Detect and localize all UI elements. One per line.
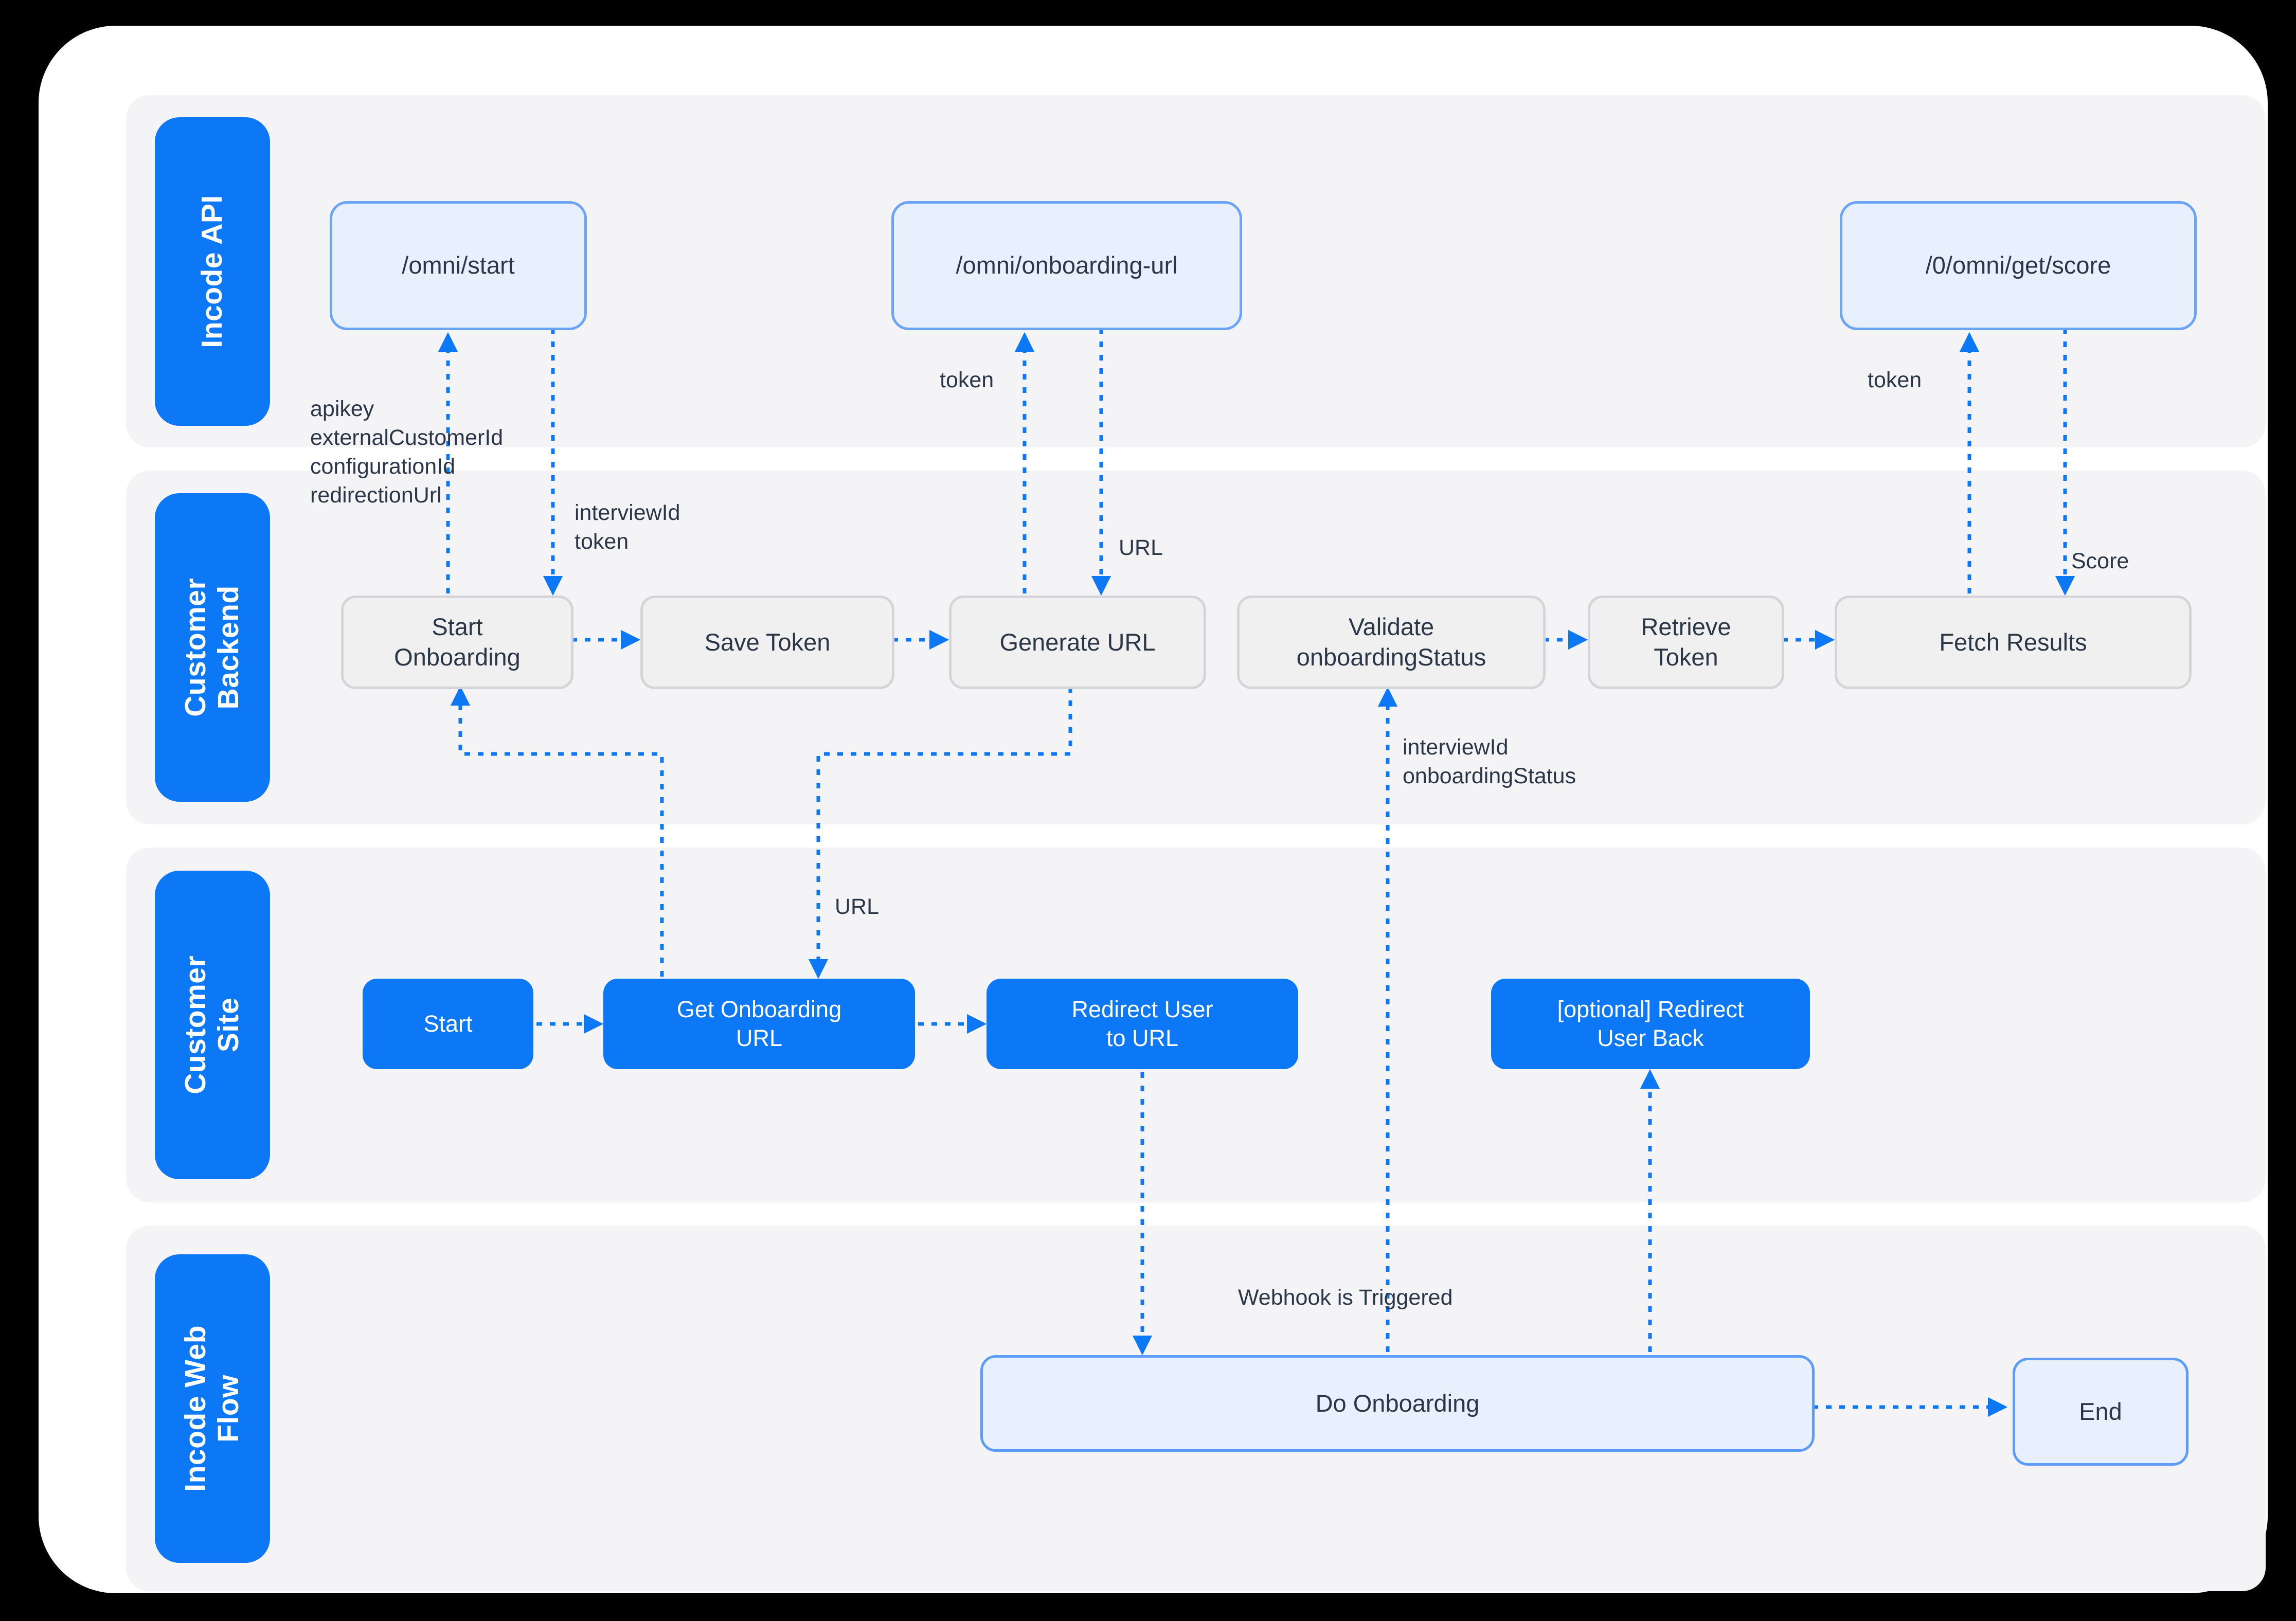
node-get-onboarding-url: Get Onboarding URL xyxy=(603,979,915,1069)
node-end: End xyxy=(2013,1358,2189,1466)
node-omni-get-score: /0/omni/get/score xyxy=(1840,201,2197,330)
lane-label-text: Customer Backend xyxy=(179,578,245,717)
node-start-onboarding: Start Onboarding xyxy=(341,596,573,689)
node-save-token: Save Token xyxy=(640,596,894,689)
label-url-down: URL xyxy=(1119,535,1163,560)
lane-label-text: Incode API xyxy=(195,195,229,348)
label-interviewid-token: interviewId token xyxy=(575,500,680,554)
node-do-onboarding: Do Onboarding xyxy=(980,1355,1815,1452)
node-redirect-user-to-url: Redirect User to URL xyxy=(986,979,1298,1069)
label-score: Score xyxy=(2071,549,2129,573)
node-start: Start xyxy=(363,979,533,1069)
node-omni-onboarding-url: /omni/onboarding-url xyxy=(891,201,1242,330)
lane-label-customer-site: Customer Site xyxy=(155,871,270,1179)
node-generate-url: Generate URL xyxy=(949,596,1206,689)
lane-label-text: Incode Web Flow xyxy=(179,1325,245,1492)
node-fetch-results: Fetch Results xyxy=(1835,596,2192,689)
node-redirect-user-back: [optional] Redirect User Back xyxy=(1491,979,1810,1069)
label-interviewid-status: interviewId onboardingStatus xyxy=(1403,735,1576,788)
node-retrieve-token: Retrieve Token xyxy=(1588,596,1784,689)
node-validate-onboarding-status: Validate onboardingStatus xyxy=(1237,596,1546,689)
lane-label-customer-backend: Customer Backend xyxy=(155,493,270,802)
lane-label-incode-api: Incode API xyxy=(155,117,270,426)
node-omni-start: /omni/start xyxy=(330,201,587,330)
lane-label-incode-web-flow: Incode Web Flow xyxy=(155,1254,270,1563)
label-url-mid: URL xyxy=(835,894,880,919)
label-start-params: apikey externalCustomerId configurationI… xyxy=(310,397,504,508)
lane-label-text: Customer Site xyxy=(179,955,245,1095)
label-token-right: token xyxy=(1868,368,1922,392)
diagram-page: Incode API Customer Backend Customer Sit… xyxy=(39,26,2268,1593)
label-webhook: Webhook is Triggered xyxy=(1238,1285,1453,1310)
label-token-left: token xyxy=(940,368,994,392)
